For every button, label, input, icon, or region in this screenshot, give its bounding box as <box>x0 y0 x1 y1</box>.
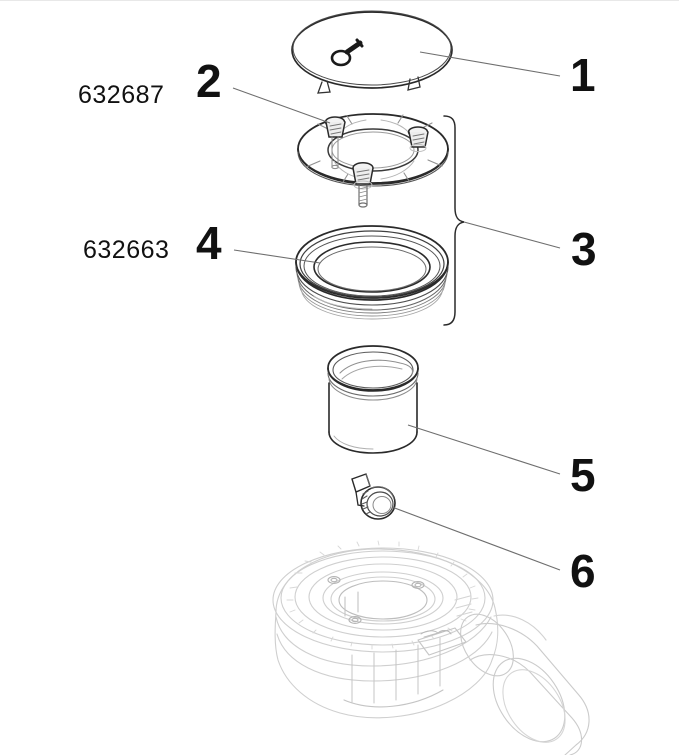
trap-body <box>272 540 590 755</box>
insert-sleeve <box>327 345 419 454</box>
lift-key-icon <box>330 38 364 67</box>
flange-screw <box>352 162 374 208</box>
leader-line-2 <box>232 87 331 124</box>
callout-3: 3 <box>571 223 597 275</box>
callout-2: 2 <box>196 55 222 107</box>
callout-1: 1 <box>570 49 596 101</box>
cover-cap <box>291 10 453 94</box>
callout-4: 4 <box>196 217 222 269</box>
screw-flange-ring <box>297 113 449 208</box>
callout-6: 6 <box>570 545 596 597</box>
part-number-632663: 632663 <box>83 236 170 264</box>
callout-5: 5 <box>570 449 596 501</box>
part-number-632687: 632687 <box>78 81 165 109</box>
leader-line-1 <box>419 51 561 77</box>
flange-screw <box>407 126 429 153</box>
leader-line-6 <box>391 506 561 571</box>
leader-line-4 <box>233 249 321 264</box>
leader-line-5 <box>407 424 561 475</box>
assembly-group-bracket <box>443 115 465 326</box>
leader-line-3 <box>463 221 561 249</box>
flange-screw <box>324 116 346 170</box>
brand-logo-plate <box>417 627 467 656</box>
cleaning-plug <box>351 473 396 520</box>
leader-lines <box>232 51 561 571</box>
seal-ring <box>295 225 449 320</box>
